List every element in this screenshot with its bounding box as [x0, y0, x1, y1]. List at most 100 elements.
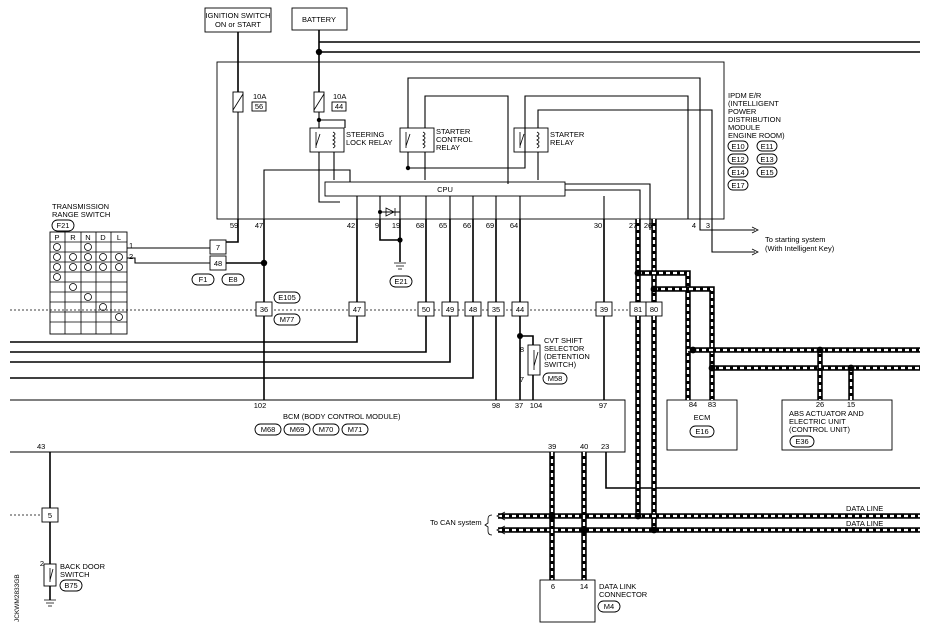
- svg-text:E13: E13: [760, 155, 773, 164]
- svg-text:E36: E36: [795, 437, 808, 446]
- svg-text:RANGE SWITCH: RANGE SWITCH: [52, 210, 110, 219]
- diagram-code: JCKWM2833GB: [14, 574, 21, 622]
- svg-text:8: 8: [520, 345, 524, 354]
- can-bus-lines: [498, 219, 920, 580]
- svg-text:97: 97: [599, 401, 607, 410]
- svg-text:CVT SHIFT: CVT SHIFT: [544, 336, 583, 345]
- svg-text:40: 40: [580, 442, 588, 451]
- svg-text:39: 39: [548, 442, 556, 451]
- svg-text:(CONTROL UNIT): (CONTROL UNIT): [789, 425, 850, 434]
- svg-text:E12: E12: [731, 155, 744, 164]
- svg-text:BATTERY: BATTERY: [302, 15, 336, 24]
- svg-text:10A: 10A: [253, 92, 266, 101]
- svg-text:E105: E105: [278, 293, 296, 302]
- svg-text:M68: M68: [261, 425, 276, 434]
- joint-connector-f1-e8: 7 48 F1 E8: [191, 239, 245, 286]
- svg-text:3: 3: [706, 221, 710, 230]
- svg-text:68: 68: [416, 221, 424, 230]
- fuse-44: 10A 44: [313, 91, 347, 113]
- svg-text:26: 26: [644, 221, 652, 230]
- starter-control-relay: STARTER CONTROL RELAY: [399, 127, 473, 153]
- svg-text:SWITCH: SWITCH: [60, 570, 90, 579]
- ipdm-connector-list: E10 E11 E12 E13 E14 E15 E17: [727, 140, 778, 191]
- svg-text:P: P: [54, 233, 59, 242]
- svg-text:E8: E8: [228, 275, 237, 284]
- svg-text:35: 35: [492, 305, 500, 314]
- svg-text:DATA LINE: DATA LINE: [846, 519, 883, 528]
- svg-text:L: L: [117, 233, 121, 242]
- svg-text:LOCK RELAY: LOCK RELAY: [346, 138, 393, 147]
- ecm-module: 84 83 ECM E16: [666, 399, 738, 451]
- inline-connector-e105-m77: E105 M77: [273, 291, 301, 326]
- svg-text:DATA LINK: DATA LINK: [599, 582, 636, 591]
- svg-text:IGNITION SWITCH: IGNITION SWITCH: [206, 11, 271, 20]
- cvt-shift-selector-switch: 8 7 CVT SHIFT SELECTOR (DETENTION SWITCH…: [520, 336, 590, 385]
- svg-text:42: 42: [347, 221, 355, 230]
- fuse-56: 10A 56: [232, 91, 267, 113]
- svg-text:ENGINE ROOM): ENGINE ROOM): [728, 131, 785, 140]
- svg-text:CONTROL: CONTROL: [436, 135, 473, 144]
- trs-grid: P R N D L: [49, 231, 128, 335]
- ground-e21: E21: [389, 262, 413, 288]
- svg-text:10A: 10A: [333, 92, 346, 101]
- svg-text:M70: M70: [319, 425, 334, 434]
- svg-text:15: 15: [847, 400, 855, 409]
- svg-text:E10: E10: [731, 142, 744, 151]
- svg-text:98: 98: [492, 401, 500, 410]
- svg-text:26: 26: [816, 400, 824, 409]
- svg-text:M4: M4: [604, 602, 614, 611]
- svg-text:DATA LINE: DATA LINE: [846, 504, 883, 513]
- svg-text:2: 2: [129, 252, 133, 261]
- steering-lock-relay: STEERING LOCK RELAY: [309, 127, 393, 153]
- svg-text:(With Intelligent Key): (With Intelligent Key): [765, 244, 835, 253]
- svg-text:5: 5: [48, 511, 52, 520]
- svg-text:69: 69: [486, 221, 494, 230]
- svg-text:6: 6: [551, 582, 555, 591]
- svg-text:ELECTRIC UNIT: ELECTRIC UNIT: [789, 417, 846, 426]
- battery-block: BATTERY: [291, 7, 348, 31]
- svg-text:59: 59: [230, 221, 238, 230]
- data-link-connector: 6 14 DATA LINK CONNECTOR M4: [539, 579, 648, 623]
- svg-text:81: 81: [634, 305, 642, 314]
- svg-text:STARTER: STARTER: [550, 130, 585, 139]
- svg-text:DISTRIBUTION: DISTRIBUTION: [728, 115, 781, 124]
- svg-text:23: 23: [601, 442, 609, 451]
- svg-text:83: 83: [708, 400, 716, 409]
- svg-text:14: 14: [580, 582, 588, 591]
- can-system-label: To CAN system: [430, 514, 493, 536]
- svg-text:E16: E16: [695, 427, 708, 436]
- svg-text:48: 48: [469, 305, 477, 314]
- svg-text:E14: E14: [731, 168, 744, 177]
- svg-text:30: 30: [594, 221, 602, 230]
- svg-text:80: 80: [650, 305, 658, 314]
- svg-text:37: 37: [515, 401, 523, 410]
- svg-text:(INTELLIGENT: (INTELLIGENT: [728, 99, 779, 108]
- svg-text:SELECTOR: SELECTOR: [544, 344, 585, 353]
- svg-text:39: 39: [600, 305, 608, 314]
- svg-text:E17: E17: [731, 181, 744, 190]
- svg-text:E21: E21: [394, 277, 407, 286]
- svg-text:SWITCH): SWITCH): [544, 360, 577, 369]
- svg-text:F21: F21: [57, 221, 70, 230]
- svg-text:CONNECTOR: CONNECTOR: [599, 590, 648, 599]
- svg-text:TRANSMISSION: TRANSMISSION: [52, 202, 109, 211]
- svg-text:M58: M58: [548, 374, 563, 383]
- svg-text:D: D: [100, 233, 106, 242]
- svg-text:9: 9: [375, 221, 379, 230]
- svg-text:66: 66: [463, 221, 471, 230]
- svg-text:2: 2: [40, 559, 44, 568]
- svg-text:CPU: CPU: [437, 185, 453, 194]
- svg-text:To CAN system: To CAN system: [430, 518, 482, 527]
- svg-text:B75: B75: [64, 581, 77, 590]
- svg-text:RELAY: RELAY: [436, 143, 460, 152]
- svg-text:50: 50: [422, 305, 430, 314]
- svg-text:POWER: POWER: [728, 107, 757, 116]
- svg-text:47: 47: [353, 305, 361, 314]
- ipdm-module: IPDM E/R (INTELLIGENT POWER DISTRIBUTION…: [216, 61, 785, 220]
- svg-text:44: 44: [516, 305, 524, 314]
- svg-text:ABS ACTUATOR AND: ABS ACTUATOR AND: [789, 409, 864, 418]
- svg-text:36: 36: [260, 305, 268, 314]
- svg-text:M77: M77: [280, 315, 295, 324]
- svg-text:E11: E11: [761, 142, 774, 151]
- svg-text:STEERING: STEERING: [346, 130, 385, 139]
